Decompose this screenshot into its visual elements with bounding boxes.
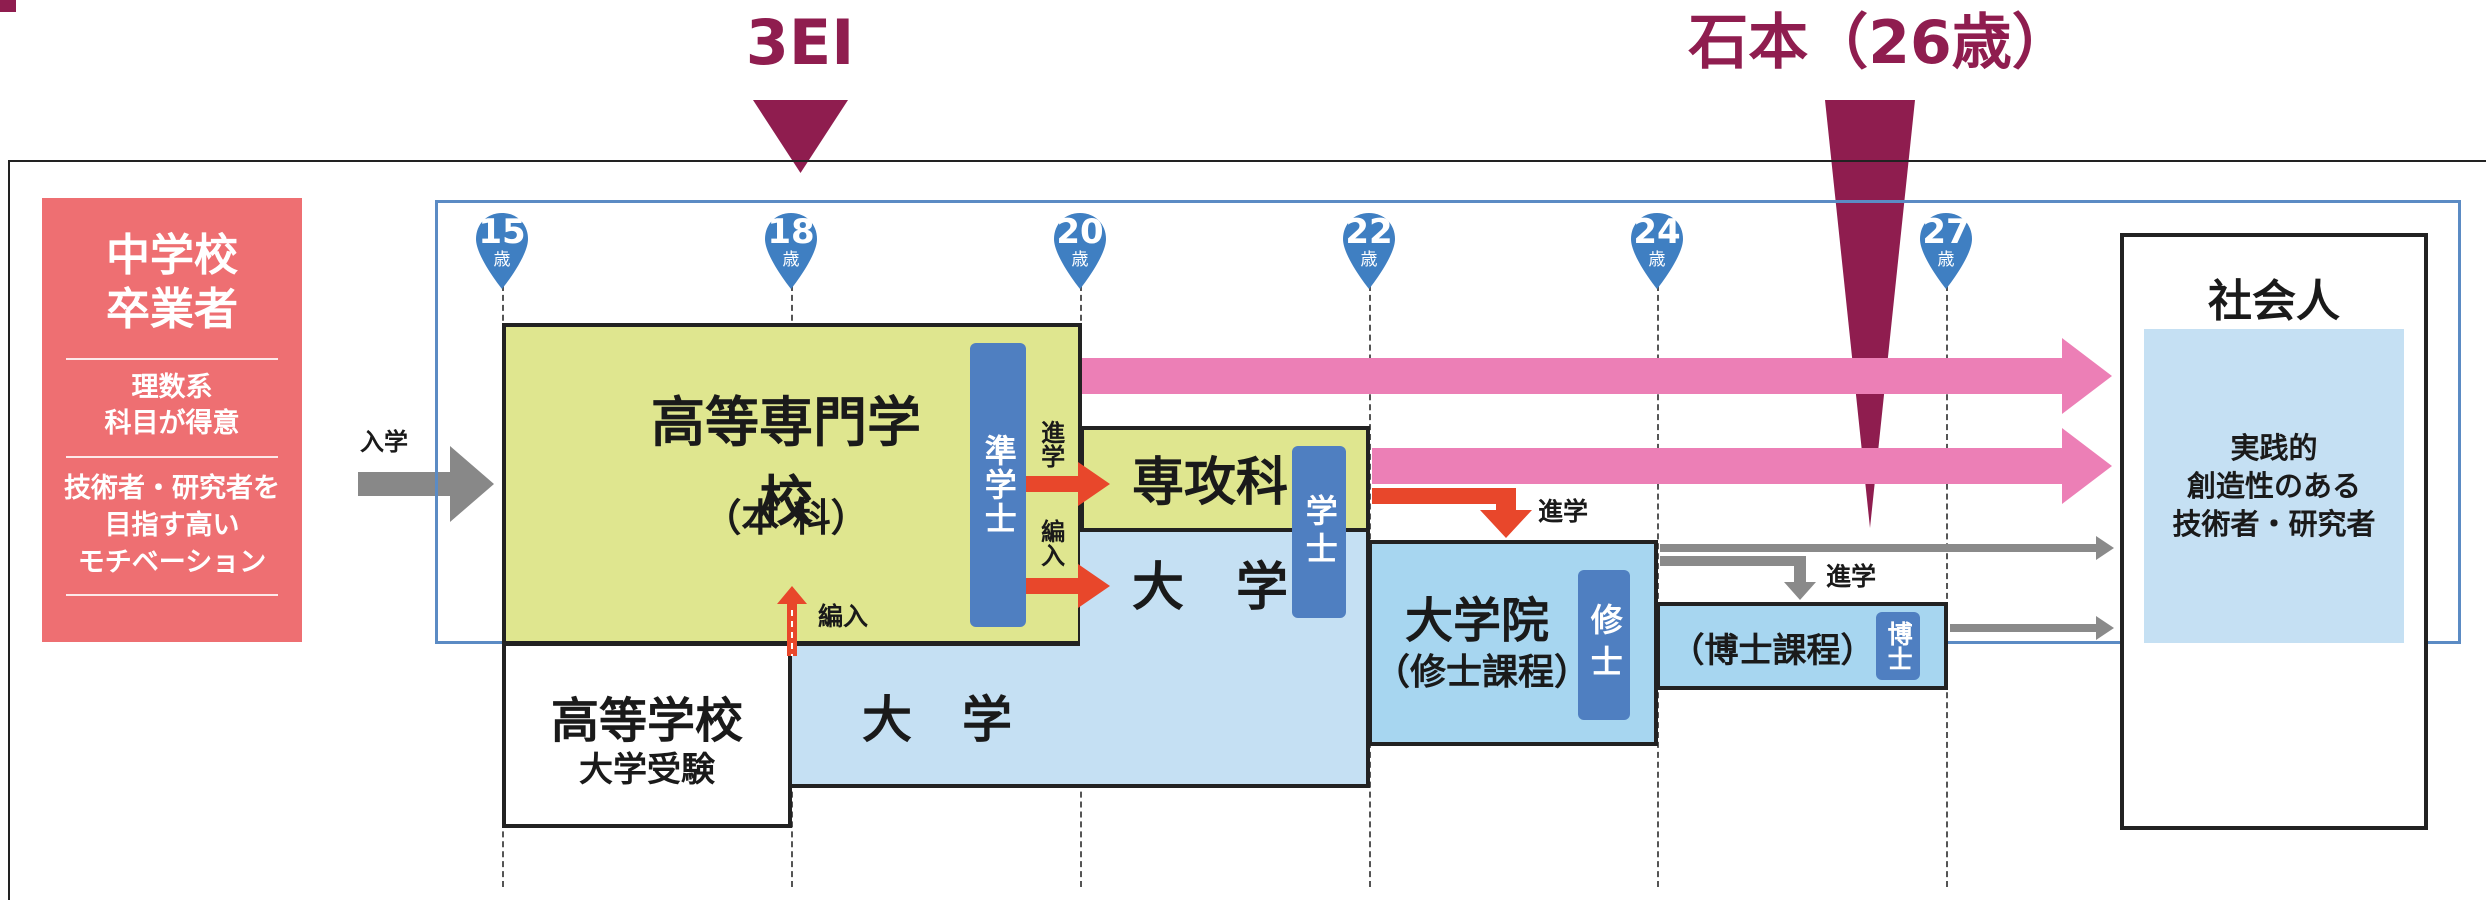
diagram-frame: [8, 160, 2486, 900]
age-pin-number: 24: [1633, 212, 1681, 252]
entry-arrow: [358, 446, 494, 522]
panel-subtitle-1-line2: 科目が得意: [104, 408, 240, 439]
cohort-label: 3EI: [745, 6, 855, 79]
age-pin-unit: 歳: [1071, 250, 1089, 270]
society-description: 実践的 創造性のある 技術者・研究者: [2144, 329, 2404, 643]
entry-arrow-label: 入学: [360, 428, 408, 456]
age-pin-number: 15: [478, 212, 526, 252]
doctoral-degree-text: 博士: [1884, 621, 1914, 671]
age-pin-unit: 歳: [1360, 250, 1378, 270]
university-lower-box: 大 学: [788, 642, 1370, 788]
society-desc-line1: 実践的: [2230, 431, 2318, 465]
age-line-27: [1946, 285, 1948, 887]
panel-title-line1: 中学校: [106, 230, 238, 281]
grad-degree-badge: 修士: [1578, 570, 1630, 720]
doctoral-path-label: 進学: [1826, 562, 1877, 591]
grad-to-society-arrow: [1660, 536, 2114, 560]
kosen-degree-badge: 準学士: [970, 343, 1026, 627]
panel-divider-3: [66, 594, 278, 596]
age-pin-unit: 歳: [493, 250, 511, 270]
society-title: 社会人: [2208, 276, 2340, 327]
senkoka-path-label: 進学: [1034, 414, 1066, 474]
university-path-text: 編入: [1036, 519, 1065, 567]
age-pin-15: 15 歳: [474, 211, 530, 291]
senkoka-path-text: 進学: [1036, 420, 1065, 468]
society-desc-line2: 創造性のある: [2186, 469, 2361, 503]
location-pin-icon: [765, 213, 817, 289]
age-pin-20: 20 歳: [1052, 211, 1108, 291]
kosen-to-senkoka-arrow: [1026, 462, 1110, 506]
high-school-box: 高等学校 大学受験: [502, 642, 792, 828]
panel-title-line2: 卒業者: [106, 284, 238, 335]
university-path-label: 編入: [1034, 512, 1066, 574]
grad-degree-text: 修士: [1585, 603, 1624, 687]
grad-to-doctoral-arrow: [1660, 556, 1816, 600]
senkoka-title: 専攻科: [1131, 452, 1288, 513]
senkoka-degree-badge: 学士: [1292, 446, 1346, 618]
panel-subtitle-1-line1: 理数系: [131, 372, 213, 403]
kosen-title: 高等専門学校: [651, 391, 921, 533]
person-label: 石本（26歳）: [1688, 8, 2072, 78]
age-pin-unit: 歳: [1937, 250, 1955, 270]
age-pin-number: 18: [767, 212, 815, 252]
grad-school-title: 大学院: [1404, 593, 1549, 649]
doctoral-degree-badge: 博士: [1876, 612, 1920, 680]
age-pin-24: 24 歳: [1629, 211, 1685, 291]
high-school-title: 高等学校: [550, 693, 743, 749]
panel-title: 中学校 卒業者: [42, 223, 302, 343]
grad-school-subtitle: （修士課程）: [1373, 652, 1590, 693]
panel-divider-2: [66, 456, 278, 458]
doctoral-title: （博士課程）: [1670, 630, 1875, 671]
panel-subtitle-2-line1: 技術者・研究者を: [64, 472, 280, 504]
location-pin-icon: [1343, 213, 1395, 289]
society-box: 社会人 実践的 創造性のある 技術者・研究者: [2120, 233, 2428, 830]
top-left-accent-mark: [0, 0, 16, 12]
cohort-pointer: [753, 100, 848, 173]
kosen-to-society-arrow: [1082, 338, 2112, 414]
doctoral-to-society-arrow: [1950, 616, 2114, 640]
hennyu-up-arrow: [777, 586, 807, 656]
senkoka-to-grad-arrow: [1372, 488, 1532, 538]
location-pin-icon: [1054, 213, 1106, 289]
panel-subtitle-1: 理数系 科目が得意: [42, 366, 302, 446]
location-pin-icon: [1920, 213, 1972, 289]
age-pin-number: 20: [1056, 212, 1104, 252]
panel-divider-1: [66, 358, 278, 360]
age-pin-27: 27 歳: [1918, 211, 1974, 291]
university-upper-title: 大 学: [1131, 557, 1288, 618]
panel-subtitle-2: 技術者・研究者を 目指す高い モチベーション: [42, 466, 302, 584]
kosen-to-university-arrow: [1026, 564, 1110, 608]
university-lower-title: 大 学: [862, 691, 1012, 749]
kosen-subtitle: （本 科）: [703, 495, 869, 540]
location-pin-icon: [1631, 213, 1683, 289]
kosen-degree-text: 準学士: [979, 434, 1018, 536]
left-panel: 中学校 卒業者 理数系 科目が得意 技術者・研究者を 目指す高い モチベーション: [42, 198, 302, 642]
age-pin-number: 22: [1345, 212, 1393, 252]
age-pin-22: 22 歳: [1341, 211, 1397, 291]
grad-path-label: 進学: [1538, 497, 1589, 526]
senkoka-to-society-arrow: [1372, 428, 2112, 504]
age-pin-unit: 歳: [1648, 250, 1666, 270]
panel-subtitle-2-line3: モチベーション: [77, 546, 267, 578]
panel-subtitle-2-line2: 目指す高い: [104, 509, 240, 541]
person-pointer: [1825, 100, 1915, 528]
location-pin-icon: [476, 213, 528, 289]
hennyu-up-label: 編入: [818, 602, 869, 631]
age-line-24: [1657, 285, 1659, 887]
age-pin-unit: 歳: [782, 250, 800, 270]
high-school-subtitle: 大学受験: [579, 749, 715, 790]
society-desc-line3: 技術者・研究者: [2172, 507, 2376, 541]
senkoka-degree-text: 学士: [1300, 494, 1339, 570]
age-pin-number: 27: [1922, 212, 1970, 252]
age-pin-18: 18 歳: [763, 211, 819, 291]
